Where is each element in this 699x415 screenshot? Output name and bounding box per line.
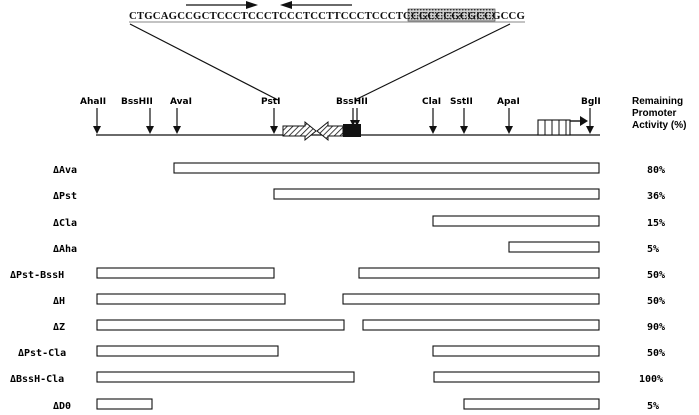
retained-segment (432, 345, 600, 357)
header-line-1: Remaining (632, 96, 683, 107)
retained-segment (358, 267, 600, 279)
construct-row-pst: ΔPst 36% (53, 188, 665, 202)
construct-label: ΔCla (53, 218, 77, 229)
site-arrowhead (586, 126, 594, 134)
site-label: BssHII (121, 97, 153, 107)
site-label: AhaII (80, 97, 106, 107)
retained-segment (96, 319, 345, 331)
construct-row-z: ΔZ 90% (53, 319, 665, 333)
retained-segment (96, 398, 153, 410)
site-sstii: SstII (450, 97, 473, 134)
site-arrowhead (270, 126, 278, 134)
retained-segment (96, 267, 275, 279)
retained-segment (508, 241, 600, 253)
construct-label: ΔPst-Cla (18, 348, 66, 359)
site-label: BglI (581, 97, 601, 107)
site-label: ClaI (422, 97, 441, 107)
site-label: SstII (450, 97, 473, 107)
zoom-line-right (354, 23, 511, 101)
site-arrowhead (505, 126, 513, 134)
retained-segment (433, 371, 600, 383)
retained-segment (432, 215, 600, 227)
retained-segment (362, 319, 600, 331)
activity-value: 5% (647, 244, 659, 255)
construct-label: ΔPst (53, 191, 77, 202)
site-bsshii-2: BssHII (336, 97, 368, 126)
forward-arrowhead (246, 1, 258, 9)
construct-row-aha: ΔAha 5% (53, 241, 659, 255)
construct-row-bssh-cla: ΔBssH-Cla 100% (10, 371, 663, 385)
construct-label: ΔAha (53, 244, 77, 255)
activity-value: 50% (647, 348, 665, 359)
sequence-detail: CTGCAGCCGCTCCCTCCCTCCCTCCTTCCCTCCCTCCGCC… (129, 1, 525, 101)
activity-value: 50% (647, 296, 665, 307)
construct-label: ΔPst-BssH (10, 270, 64, 281)
inverted-repeat-forward-arrow (282, 120, 317, 142)
construct-label: ΔZ (53, 322, 65, 333)
site-arrowhead (429, 126, 437, 134)
construct-row-d0: ΔD0 5% (53, 398, 659, 412)
activity-value: 5% (647, 401, 659, 412)
construct-row-h: ΔH 50% (53, 293, 665, 307)
retained-segment (96, 371, 355, 383)
site-psti: PstI (261, 97, 280, 134)
zoom-line-left (129, 23, 279, 101)
transcription-start-icon (537, 116, 588, 136)
reverse-arrowhead (280, 1, 292, 9)
site-arrowhead (350, 120, 356, 126)
site-label: PstI (261, 97, 280, 107)
retained-segment (96, 345, 279, 357)
retained-segment (273, 188, 600, 200)
inverted-repeat-reverse-arrow (316, 120, 344, 142)
site-label: BssHII (336, 97, 368, 107)
construct-row-pst-bssh: ΔPst-BssH 50% (10, 267, 665, 281)
site-label: ApaI (497, 97, 520, 107)
restriction-map: AhaII BssHII AvaI PstI BssHII ClaI (80, 97, 601, 142)
activity-header: Remaining Promoter Activity (%) (632, 96, 686, 131)
retained-segment (173, 162, 600, 174)
construct-label: ΔD0 (53, 401, 71, 412)
site-bgli: BglI (581, 97, 601, 134)
gc-box-black (343, 124, 361, 137)
site-ahaii: AhaII (80, 97, 106, 134)
construct-label: ΔH (53, 296, 65, 307)
activity-value: 15% (647, 218, 665, 229)
activity-value: 90% (647, 322, 665, 333)
gc-box-highlight (407, 8, 496, 22)
site-arrowhead (460, 126, 468, 134)
activity-value: 100% (639, 374, 663, 385)
site-avai: AvaI (170, 97, 192, 134)
site-clai: ClaI (422, 97, 441, 134)
construct-label: ΔBssH-Cla (10, 374, 64, 385)
site-arrowhead (146, 126, 154, 134)
site-arrowhead (173, 126, 181, 134)
retained-segment (96, 293, 286, 305)
retained-segment (463, 398, 600, 410)
construct-label: ΔAva (53, 165, 77, 176)
construct-rows: ΔAva 80% ΔPst 36% ΔCla 15% ΔAha 5% ΔPst-… (10, 162, 665, 412)
site-arrowhead (354, 120, 360, 126)
construct-row-ava: ΔAva 80% (53, 162, 665, 176)
activity-value: 50% (647, 270, 665, 281)
site-apai: ApaI (497, 97, 520, 134)
site-label: AvaI (170, 97, 192, 107)
header-line-2: Promoter (632, 108, 677, 119)
sequence-text: CTGCAGCCGCTCCCTCCCTCCCTCCTTCCCTCCCTCCGCC… (129, 11, 525, 22)
activity-value: 80% (647, 165, 665, 176)
construct-row-pst-cla: ΔPst-Cla 50% (18, 345, 665, 359)
header-line-3: Activity (%) (632, 120, 686, 131)
site-bsshii-1: BssHII (121, 97, 154, 134)
retained-segment (342, 293, 600, 305)
construct-row-cla: ΔCla 15% (53, 215, 665, 229)
activity-value: 36% (647, 191, 665, 202)
site-arrowhead (93, 126, 101, 134)
